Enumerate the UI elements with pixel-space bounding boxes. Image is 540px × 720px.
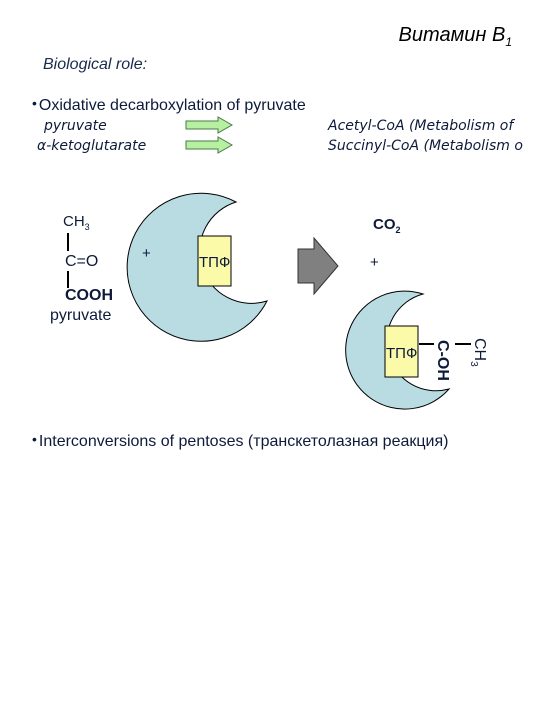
- green-arrow-icon: [185, 136, 234, 154]
- tpf-box: [197, 235, 232, 287]
- product-coh: C-OH: [434, 340, 451, 381]
- row-pyruvate-right: Acetyl-CoA (Metabolism of: [328, 118, 514, 134]
- green-arrow-icon: [185, 116, 234, 134]
- bullet-text: Oxidative decarboxylation of pyruvate: [38, 97, 306, 114]
- product-ch3: CH3: [468, 338, 488, 367]
- co2-label: CO2: [373, 216, 401, 235]
- pyruvate-co: C=O: [65, 253, 99, 270]
- tpf-label: ТПФ: [386, 345, 418, 362]
- subtitle: Biological role:: [43, 56, 148, 73]
- row-ketoglutarate-left: α-ketoglutarate: [37, 138, 147, 154]
- tpf-box: [384, 325, 419, 378]
- plus-sign: +: [142, 245, 151, 262]
- pyruvate-ch3: CH3: [63, 213, 90, 232]
- enzyme-crescent: [126, 192, 268, 342]
- tpf-label: ТПФ: [199, 254, 231, 271]
- row-ketoglutarate-right: Succinyl-CoA (Metabolism o: [328, 138, 523, 154]
- slide-title: Витамин B1: [399, 24, 512, 49]
- plus-sign: +: [370, 254, 379, 271]
- bullet-dot: •: [32, 95, 37, 111]
- title-subscript: 1: [505, 35, 512, 49]
- bullet-dot: •: [32, 431, 37, 447]
- bullet-pentoses: •Interconversions of pentoses (транскето…: [32, 431, 448, 451]
- pyruvate-cooh: COOH: [65, 287, 113, 304]
- pyruvate-label: pyruvate: [50, 307, 112, 324]
- reaction-arrow-icon: [297, 236, 339, 296]
- title-text: Витамин B: [398, 24, 506, 46]
- bullet-text: Interconversions of pentoses (транскетол…: [38, 433, 449, 450]
- row-pyruvate-left: pyruvate: [44, 118, 107, 134]
- bullet-oxidative: •Oxidative decarboxylation of pyruvate: [32, 95, 306, 115]
